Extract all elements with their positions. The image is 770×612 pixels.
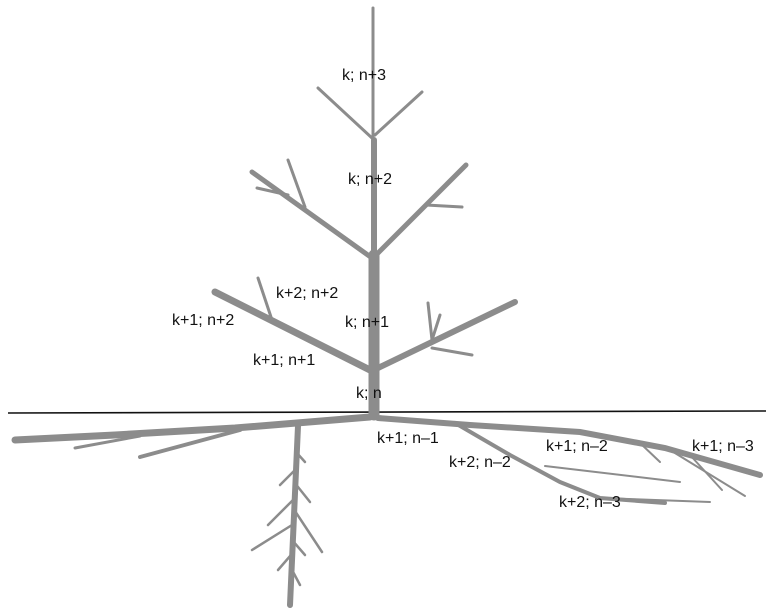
root-right-sub-4	[639, 442, 661, 463]
tap-sub-8	[276, 553, 293, 572]
label-k1-nm3: k+1; n–3	[692, 438, 754, 455]
label-k-n: k; n	[356, 385, 382, 402]
root-left-main	[11, 413, 374, 444]
twig-low-left-1	[256, 276, 274, 322]
root-right-sub-3	[544, 465, 681, 483]
branch-top-right	[373, 90, 424, 137]
shoot-system	[211, 6, 518, 421]
twig-low-right-2	[430, 313, 442, 342]
branch-low-right	[375, 299, 518, 371]
branch-top-left	[316, 86, 374, 140]
tap-root	[287, 423, 301, 608]
labels: k; n+3 k; n+2 k+2; n+2 k+1; n+2 k; n+1 k…	[172, 67, 754, 511]
tap-sub-9	[289, 566, 302, 587]
label-k1-n2: k+1; n+2	[172, 312, 234, 329]
branch-mid-right	[373, 162, 469, 258]
branch-mid-left	[249, 169, 375, 261]
label-k-n3: k; n+3	[342, 67, 386, 84]
root-right-sub-6	[689, 454, 723, 491]
tap-sub-5	[291, 506, 324, 554]
tap-sub-1	[294, 450, 307, 464]
ground-line	[7, 410, 767, 414]
twig-mid-right-1	[424, 203, 464, 209]
label-k1-nm1: k+1; n–1	[377, 430, 439, 447]
label-k1-n1: k+1; n+1	[253, 352, 315, 369]
tap-sub-7	[290, 538, 307, 557]
twig-mid-left-2	[255, 186, 290, 197]
label-k-n2: k; n+2	[348, 171, 392, 188]
label-k1-nm2: k+1; n–2	[546, 438, 608, 455]
root-right-main	[375, 415, 763, 478]
label-k2-nm3: k+2; n–3	[559, 494, 621, 511]
root-left-sub-2	[73, 434, 142, 450]
label-k2-nm2: k+2; n–2	[449, 454, 511, 471]
tap-sub-4	[266, 498, 295, 527]
twig-mid-left-1	[286, 158, 307, 209]
tap-sub-2	[278, 468, 297, 487]
tap-sub-6	[250, 523, 294, 552]
label-k2-n2: k+2; n+2	[276, 285, 338, 302]
root-left-sub-1	[138, 428, 242, 459]
root-system	[11, 413, 763, 608]
twig-low-right-1	[426, 301, 434, 342]
root-right-sub-2	[599, 497, 711, 503]
tap-sub-3	[292, 480, 312, 504]
label-k-n1: k; n+1	[345, 314, 389, 331]
branch-low-left	[211, 288, 374, 374]
twig-low-right-3	[430, 346, 474, 357]
